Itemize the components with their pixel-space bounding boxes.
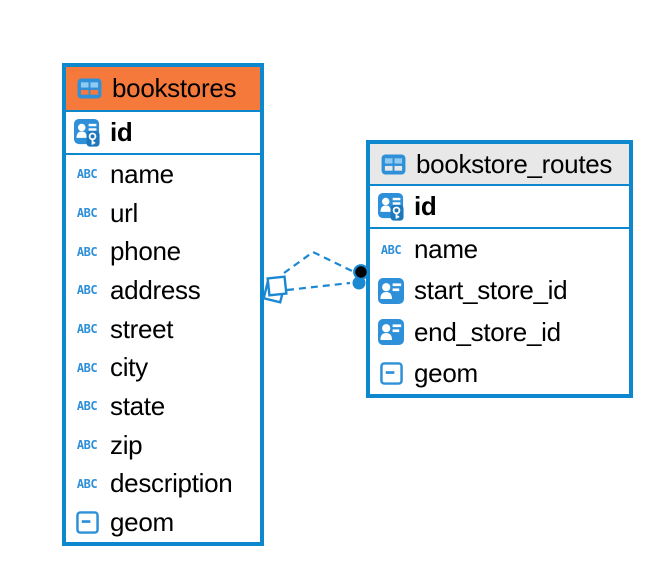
column-row-start-store-id[interactable]: start_store_id	[370, 270, 629, 311]
column-label: zip	[110, 429, 143, 460]
text-type-icon: ABC	[380, 242, 402, 257]
column-label: address	[110, 274, 201, 305]
table-icon	[75, 78, 103, 99]
column-row-id[interactable]: id	[370, 186, 629, 229]
text-type-icon: ABC	[76, 321, 98, 337]
column-row-id[interactable]: id	[66, 112, 260, 155]
column-label: street	[110, 313, 174, 344]
column-row-geom[interactable]: geom	[370, 353, 629, 394]
column-label: id	[110, 117, 133, 147]
table-title: bookstore_routes	[416, 148, 613, 179]
column-row-url[interactable]: ABC url	[66, 194, 260, 233]
object-type-icon	[377, 362, 405, 385]
table-title: bookstores	[112, 73, 237, 103]
column-label: state	[110, 390, 165, 421]
text-type-icon: ABC	[76, 244, 98, 260]
column-row-phone[interactable]: ABC phone	[66, 232, 260, 271]
reference-id-icon	[377, 278, 405, 304]
column-row-zip[interactable]: ABC zip	[66, 426, 260, 465]
primary-key-icon	[73, 119, 101, 147]
column-label: description	[110, 468, 233, 499]
reference-id-icon	[377, 319, 405, 345]
table-icon	[379, 154, 407, 175]
column-row-end-store-id[interactable]: end_store_id	[370, 312, 629, 353]
column-label: geom	[414, 357, 478, 388]
text-type-icon: ABC	[76, 437, 98, 453]
column-label: name	[414, 234, 478, 265]
text-type-icon: ABC	[76, 283, 98, 298]
column-label: start_store_id	[414, 275, 568, 306]
object-type-icon	[73, 511, 101, 534]
column-label: url	[110, 197, 138, 228]
primary-key-icon	[377, 193, 405, 221]
column-label: phone	[110, 236, 181, 267]
column-row-address[interactable]: ABC address	[66, 271, 260, 310]
column-row-city[interactable]: ABC city	[66, 348, 260, 387]
table-bookstore-routes-header[interactable]: bookstore_routes	[370, 144, 629, 186]
column-list: ABC name ABC url ABC phone ABC address A…	[66, 155, 260, 542]
column-row-street[interactable]: ABC street	[66, 310, 260, 349]
column-list: ABC name start_store_id end_store_id ge	[370, 229, 629, 394]
text-type-icon: ABC	[76, 166, 98, 182]
relationship-diamond-marker[interactable]	[262, 275, 288, 304]
text-type-icon: ABC	[76, 476, 98, 492]
column-label: geom	[110, 507, 174, 538]
text-type-icon: ABC	[76, 360, 98, 376]
column-label: id	[414, 191, 437, 221]
column-label: city	[110, 352, 148, 383]
column-row-name[interactable]: ABC name	[370, 229, 629, 270]
column-row-geom[interactable]: geom	[66, 503, 260, 542]
table-bookstores-header[interactable]: bookstores	[66, 67, 260, 112]
column-label: name	[110, 158, 174, 189]
table-bookstores[interactable]: bookstores id ABC name ABC url ABC phone…	[62, 63, 264, 546]
column-row-name[interactable]: ABC name	[66, 155, 260, 194]
table-bookstore-routes[interactable]: bookstore_routes id ABC name start_store…	[366, 140, 633, 398]
column-row-state[interactable]: ABC state	[66, 387, 260, 426]
text-type-icon: ABC	[76, 399, 98, 414]
text-type-icon: ABC	[76, 205, 98, 221]
column-row-description[interactable]: ABC description	[66, 465, 260, 504]
column-label: end_store_id	[414, 316, 561, 347]
relationship-dashed-lines[interactable]	[283, 250, 353, 292]
